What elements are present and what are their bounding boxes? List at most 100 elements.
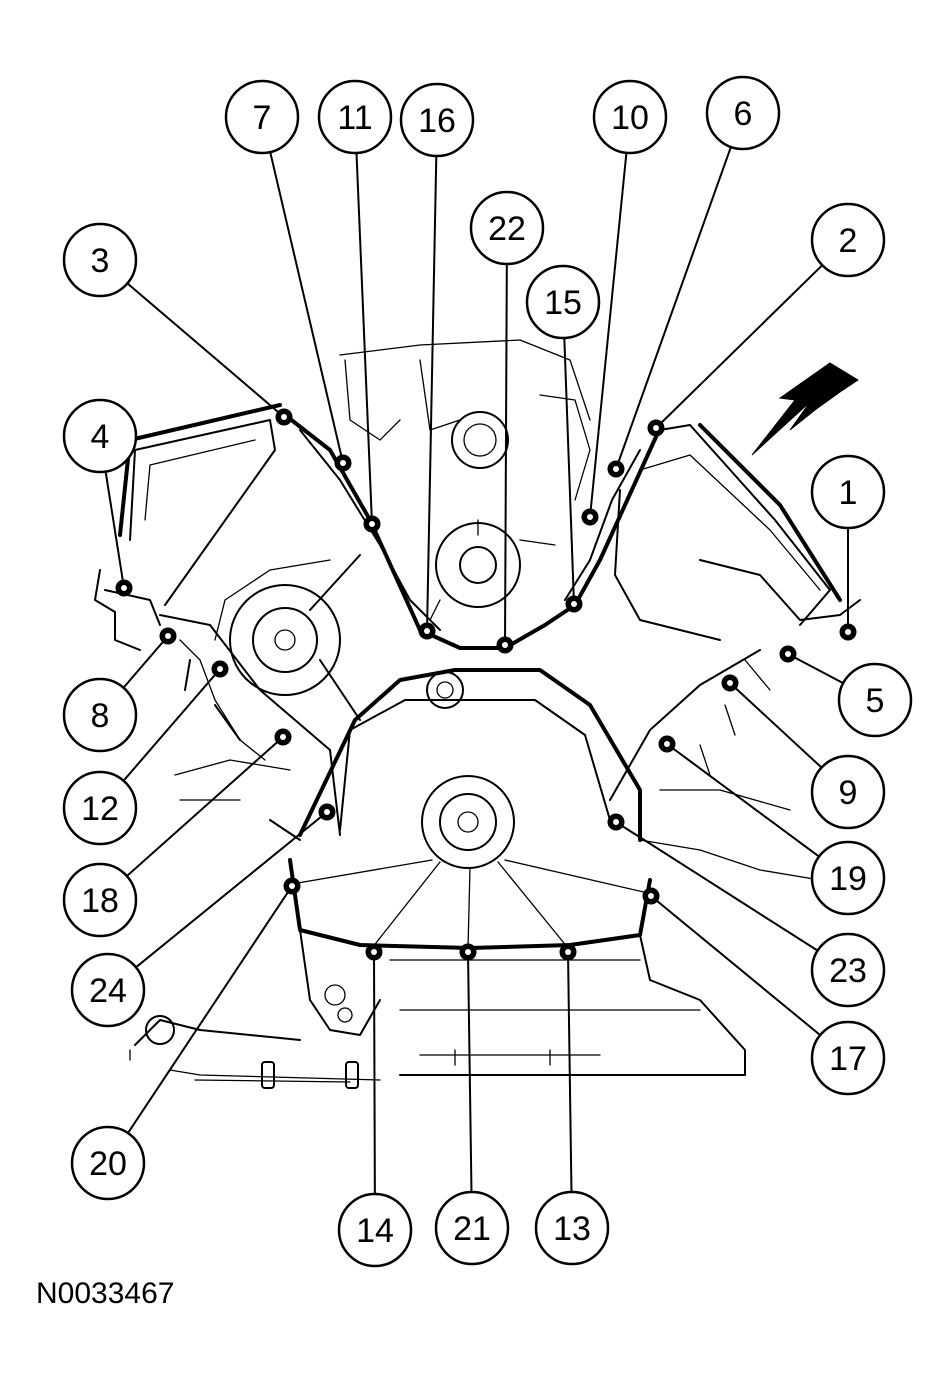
engine-illustration xyxy=(94,339,861,1089)
leader-line-6 xyxy=(615,146,732,470)
bolt-hole-23 xyxy=(613,819,619,825)
bolt-hole-24 xyxy=(324,809,330,815)
callout-circle-5 xyxy=(837,662,913,738)
callout-22: 22 xyxy=(469,190,545,266)
callout-circle-17 xyxy=(810,1020,886,1096)
bolt-hole-20 xyxy=(289,883,295,889)
callout-circle-12 xyxy=(62,770,138,846)
callout-label-4: 4 xyxy=(91,418,110,456)
leader-line-24 xyxy=(135,811,328,969)
callout-circle-8 xyxy=(62,677,138,753)
callout-16: 16 xyxy=(399,82,475,158)
callout-circle-2 xyxy=(810,202,886,278)
callout-17: 17 xyxy=(810,1020,886,1096)
bolt-hole-18 xyxy=(280,734,286,740)
bolt-hole-7 xyxy=(340,460,346,466)
callout-circle-21 xyxy=(434,1190,510,1266)
callout-label-23: 23 xyxy=(829,952,867,990)
leader-line-7 xyxy=(269,151,344,464)
bolt-hole-17 xyxy=(648,893,654,899)
callout-label-19: 19 xyxy=(829,860,867,898)
leader-line-14 xyxy=(373,951,376,1195)
bolt-hole-13 xyxy=(565,949,571,955)
callout-label-18: 18 xyxy=(81,882,119,920)
callout-circle-9 xyxy=(810,754,886,830)
leader-line-19 xyxy=(666,743,820,858)
figure-id-label: N0033467 xyxy=(36,1277,175,1310)
callout-circle-24 xyxy=(70,952,146,1028)
callout-circle-1 xyxy=(810,454,886,530)
callout-circle-22 xyxy=(469,190,545,266)
callout-circle-7 xyxy=(224,79,300,155)
callout-circle-4 xyxy=(62,398,138,474)
callout-label-11: 11 xyxy=(337,99,372,137)
callout-circle-3 xyxy=(62,222,138,298)
bolt-hole-1 xyxy=(845,629,851,635)
bolt-hole-3 xyxy=(281,414,287,420)
callout-10: 10 xyxy=(592,79,668,155)
callout-18: 18 xyxy=(62,862,138,938)
callout-label-12: 12 xyxy=(81,790,119,828)
callout-label-2: 2 xyxy=(839,222,858,260)
callout-label-20: 20 xyxy=(89,1145,127,1183)
callout-circle-20 xyxy=(70,1125,146,1201)
callout-label-5: 5 xyxy=(866,682,885,720)
leader-line-12 xyxy=(122,668,221,782)
callout-circle-14 xyxy=(337,1192,413,1268)
leader-line-22 xyxy=(504,263,508,646)
bolt-hole-6 xyxy=(613,466,619,472)
callout-12: 12 xyxy=(62,770,138,846)
callout-circle-6 xyxy=(705,75,781,151)
leader-line-23 xyxy=(615,821,819,952)
callout-circle-11 xyxy=(317,79,393,155)
callout-circle-19 xyxy=(810,840,886,916)
bolt-hole-10 xyxy=(587,514,593,520)
leader-line-13 xyxy=(567,951,573,1193)
callout-4: 4 xyxy=(62,398,138,474)
callout-label-3: 3 xyxy=(91,242,110,280)
callout-13: 13 xyxy=(534,1190,610,1266)
callout-label-6: 6 xyxy=(734,95,753,133)
callout-8: 8 xyxy=(62,677,138,753)
bolt-hole-11 xyxy=(369,521,375,527)
leader-line-4 xyxy=(104,471,125,589)
leader-line-17 xyxy=(650,895,821,1036)
callout-label-10: 10 xyxy=(611,99,649,137)
callout-14: 14 xyxy=(337,1192,413,1268)
bolt-hole-16 xyxy=(424,628,430,634)
bolt-hole-12 xyxy=(217,666,223,672)
callout-circle-13 xyxy=(534,1190,610,1266)
leader-line-3 xyxy=(126,282,285,418)
callout-9: 9 xyxy=(810,754,886,830)
callout-23: 23 xyxy=(810,932,886,1008)
bolt-hole-15 xyxy=(571,601,577,607)
bolt-hole-21 xyxy=(465,949,471,955)
leader-line-8 xyxy=(122,635,169,689)
leader-line-15 xyxy=(563,337,575,605)
callout-1: 1 xyxy=(810,454,886,530)
callout-circle-10 xyxy=(592,79,668,155)
callout-label-22: 22 xyxy=(488,210,526,248)
bolt-hole-19 xyxy=(664,741,670,747)
callout-11: 11 xyxy=(317,79,393,155)
leader-line-2 xyxy=(655,264,823,429)
bolt-hole-9 xyxy=(727,680,733,686)
callout-21: 21 xyxy=(434,1190,510,1266)
bolt-hole-5 xyxy=(785,651,791,657)
callout-24: 24 xyxy=(70,952,146,1028)
leader-line-5 xyxy=(787,653,844,685)
callout-label-8: 8 xyxy=(91,697,110,735)
callout-label-16: 16 xyxy=(418,102,456,140)
leader-line-18 xyxy=(126,736,284,877)
bolt-hole-22 xyxy=(502,642,508,648)
callout-7: 7 xyxy=(224,79,300,155)
callout-20: 20 xyxy=(70,1125,146,1201)
leader-line-11 xyxy=(355,152,373,525)
callout-5: 5 xyxy=(837,662,913,738)
leader-line-9 xyxy=(729,682,823,769)
callout-circle-16 xyxy=(399,82,475,158)
bolt-hole-14 xyxy=(371,949,377,955)
bolt-hole-8 xyxy=(165,633,171,639)
